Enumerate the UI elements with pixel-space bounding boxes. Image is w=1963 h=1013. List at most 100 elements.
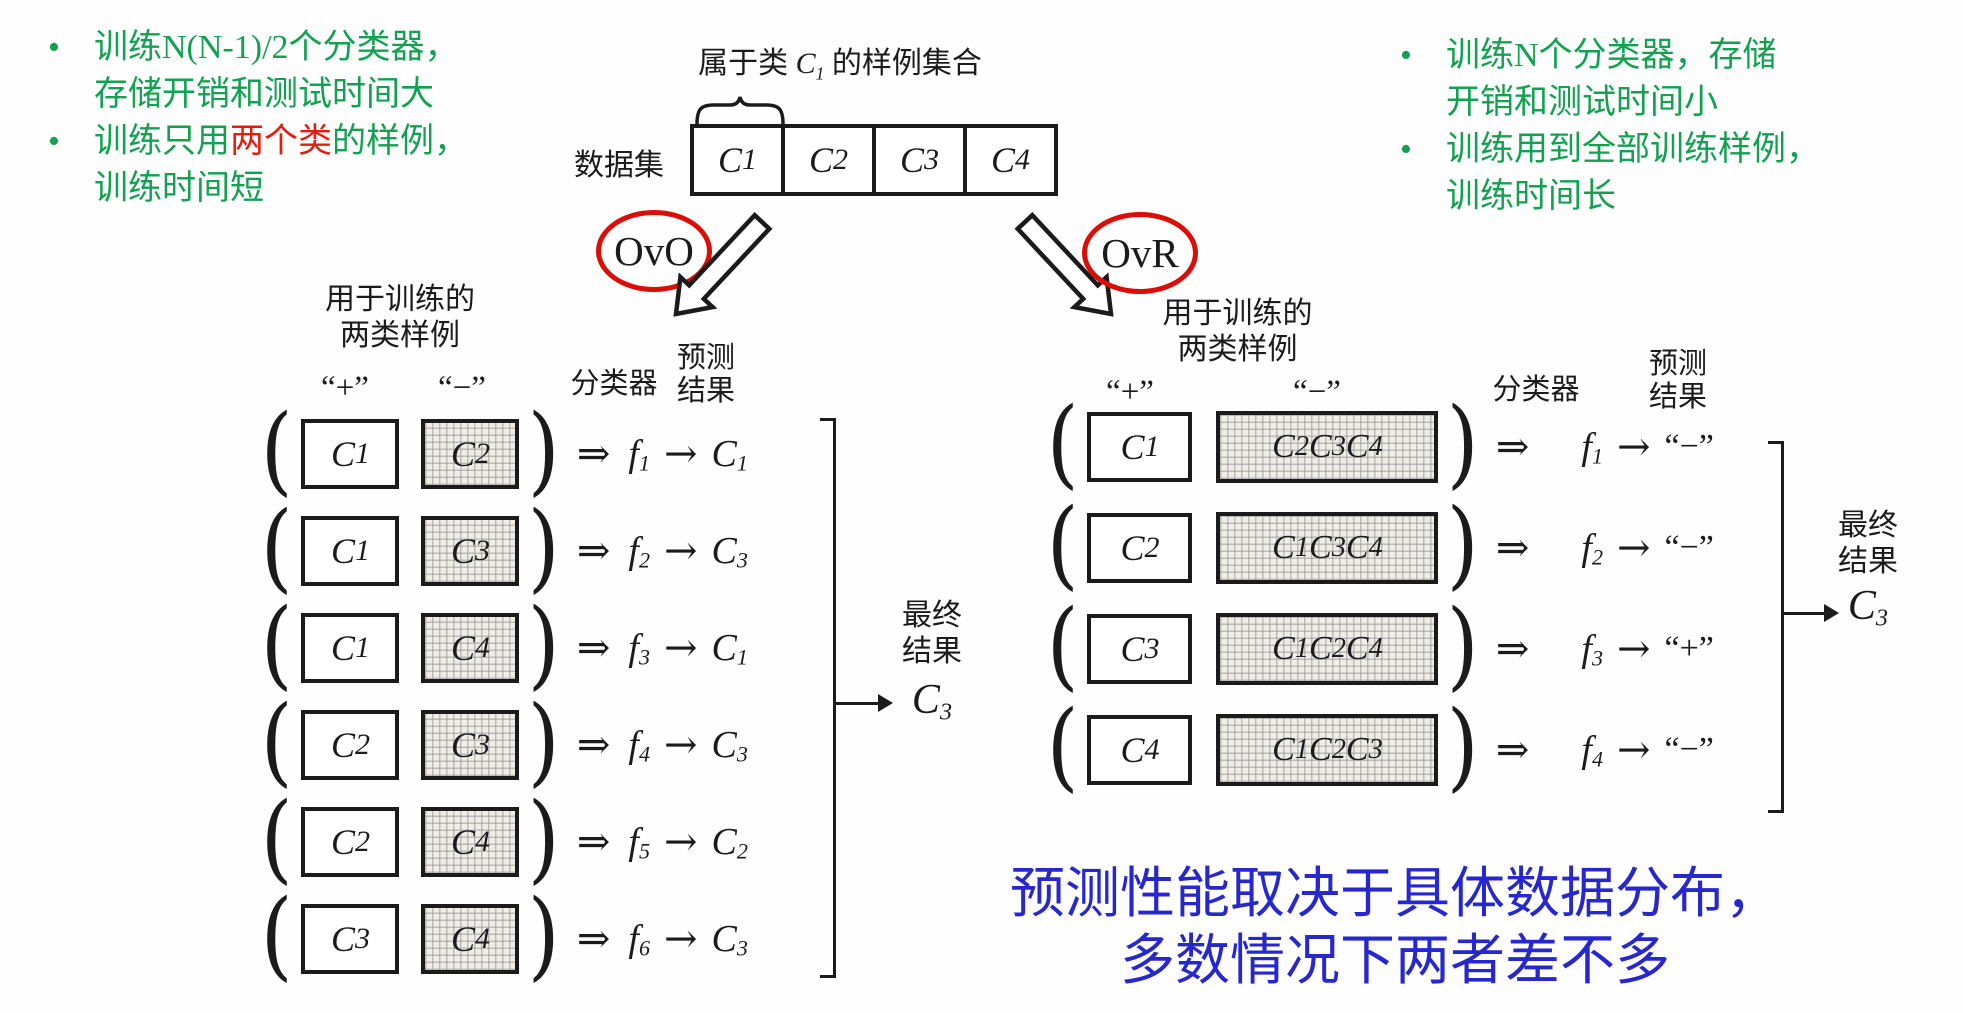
final-result-class: C3 [911,677,953,726]
ovo-prediction-header-line1: 预测 [676,342,735,374]
ovo-note-1-line2: 存储开销和测试时间大 [94,76,434,113]
arrow-symbol: → [664,528,698,574]
ovo-note-2-post: 的样例， [332,123,468,160]
implies-symbol: ⇒ [576,916,611,962]
brace-label-class: C1 [795,47,825,84]
ovr-notes: • 训练N个分类器，存储 开销和测试时间小 • 训练用到全部训练样例， 训练时间… [1388,32,1963,220]
arrow-head [878,694,893,712]
footer-note: 预测性能取决于具体数据分布， 多数情况下两者差不多 [980,860,1810,994]
classifier-label: f2 [628,529,650,573]
open-paren: ( [1046,690,1079,802]
close-paren: ) [528,588,561,700]
close-paren: ) [1447,690,1480,802]
open-paren: ( [260,588,293,700]
arrow-symbol: → [664,916,698,962]
ovo-oval-badge: OvO [596,210,712,292]
final-result-class: C3 [1847,583,1889,632]
ovr-positive-header: “+” [1106,374,1154,410]
ovr-note-2-line1: 训练用到全部训练样例， [1446,131,1820,168]
ovo-note-2-text: 训练只用两个类的样例， 训练时间短 [94,118,468,212]
bullet-icon: • [48,29,60,66]
ovo-train-header-line1: 用于训练的 [325,283,475,316]
footer-note-line1: 预测性能取决于具体数据分布， [1009,863,1780,924]
prediction-label: C2 [711,820,748,864]
classifier-label: f1 [628,432,650,476]
close-paren: ) [1447,589,1480,701]
classifier-label: f4 [628,723,650,767]
prediction-label: C3 [711,917,748,961]
open-paren: ( [260,879,293,991]
arrow-line [1784,611,1824,615]
close-paren: ) [528,782,561,894]
ovr-note-1-line1: 训练N个分类器，存储 [1446,37,1777,74]
ovr-classifier-header: 分类器 [1492,374,1580,406]
arrow-line [836,701,878,705]
open-paren: ( [1046,387,1079,499]
implies-symbol: ⇒ [576,819,611,865]
prediction-label: C1 [711,432,748,476]
prediction-label: “−” [1664,428,1714,465]
arrow-symbol: → [1617,424,1651,470]
bullet-icon: • [48,123,60,160]
ovo-notes: • 训练N(N-1)/2个分类器， 存储开销和测试时间大 • 训练只用两个类的样… [36,24,596,212]
ovo-note-2-highlight: 两个类 [230,123,332,160]
implies-symbol: ⇒ [576,722,611,768]
arrow-symbol: → [664,722,698,768]
classifier-label: f5 [628,820,650,864]
arrow-symbol: → [664,431,698,477]
arrow-symbol: → [664,819,698,865]
classifier-label: f4 [1581,728,1603,772]
ovr-prediction-header-line1: 预测 [1648,348,1707,380]
ovo-note-2-pre: 训练只用 [94,123,230,160]
close-paren: ) [1447,488,1480,600]
classifier-label: f2 [1581,526,1603,570]
open-paren: ( [1046,488,1079,600]
open-paren: ( [1046,589,1079,701]
final-label-line2: 结果 [902,635,962,668]
ovo-classifier-header: 分类器 [570,368,658,400]
classifier-label: f1 [1581,425,1603,469]
ovr-train-header-line1: 用于训练的 [1162,297,1313,330]
ovo-prediction-header: 预测 结果 [652,342,760,408]
ovr-train-header: 用于训练的 两类样例 [1145,296,1330,368]
arrow-symbol: → [1617,626,1651,672]
ovr-oval-badge: OvR [1082,212,1198,294]
ovr-negative-header: “−” [1293,374,1341,410]
ovr-final-result: 最终 结果 C3 [1818,508,1918,636]
close-paren: ) [528,685,561,797]
implies-symbol: ⇒ [1495,424,1530,470]
close-paren: ) [1447,387,1480,499]
open-paren: ( [260,782,293,894]
prediction-label: C3 [711,723,748,767]
implies-symbol: ⇒ [1495,626,1530,672]
brace-label-pre: 属于类 [698,47,789,80]
ovo-note-2-line2: 训练时间短 [94,170,264,207]
ovr-note-2-text: 训练用到全部训练样例， 训练时间长 [1446,126,1820,220]
ovo-result-bracket [820,418,836,978]
arrow-head [1824,604,1839,622]
open-paren: ( [260,491,293,603]
